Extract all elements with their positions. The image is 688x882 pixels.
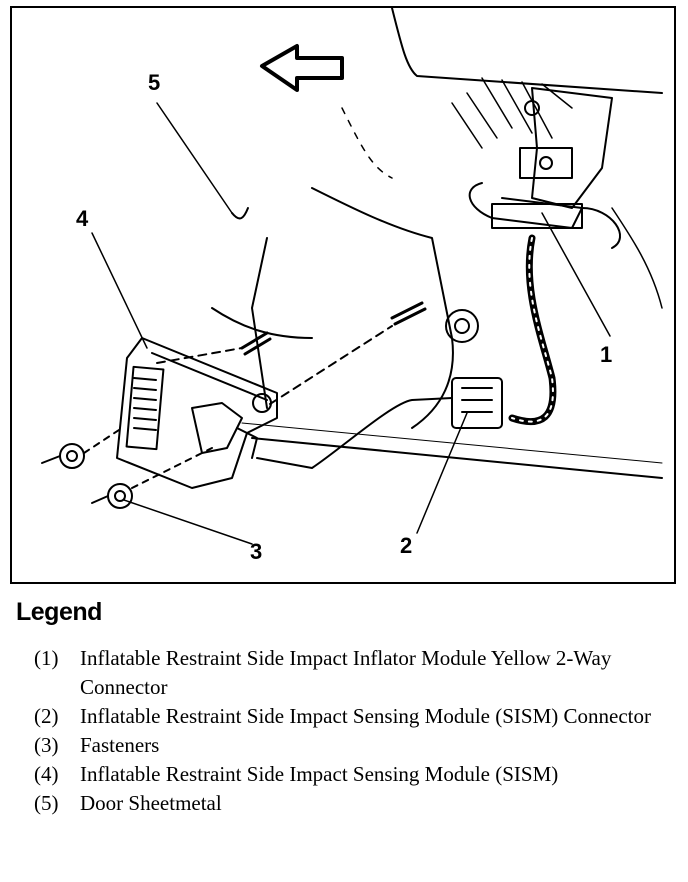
diagram-drawing [41, 8, 663, 545]
legend-item-text: Inflatable Restraint Side Impact Sensing… [80, 704, 651, 728]
diagram-figure: 5 4 1 2 3 [10, 6, 676, 584]
fastener-nuts [41, 427, 213, 509]
legend-item: (1) Inflatable Restraint Side Impact Inf… [34, 644, 664, 702]
sism-connector [256, 377, 503, 469]
sism-module [116, 337, 278, 489]
callout-5: 5 [148, 70, 161, 95]
legend-item-number: (5) [34, 791, 59, 815]
arrow-left-icon [260, 44, 344, 92]
legend-list: (1) Inflatable Restraint Side Impact Inf… [34, 644, 664, 818]
callout-2: 2 [400, 533, 413, 558]
legend-item-text: Inflatable Restraint Side Impact Inflato… [80, 646, 612, 699]
legend-item-number: (1) [34, 646, 59, 670]
legend-item: (4) Inflatable Restraint Side Impact Sen… [34, 760, 664, 789]
inflator-connector [468, 182, 622, 249]
legend-item: (3) Fasteners [34, 731, 664, 760]
legend-item-text: Door Sheetmetal [80, 791, 222, 815]
legend-item-text: Inflatable Restraint Side Impact Sensing… [80, 762, 559, 786]
hatch-area [451, 77, 573, 149]
bracket [519, 87, 613, 209]
callout-1: 1 [600, 342, 613, 367]
legend-item: (2) Inflatable Restraint Side Impact Sen… [34, 702, 664, 731]
legend-title: Legend [16, 598, 102, 626]
legend-item-number: (3) [34, 733, 59, 757]
legend-item: (5) Door Sheetmetal [34, 789, 664, 818]
legend-item-number: (4) [34, 762, 59, 786]
callout-3: 3 [250, 539, 263, 564]
studs [156, 301, 427, 405]
legend-item-number: (2) [34, 704, 59, 728]
legend-item-text: Fasteners [80, 733, 160, 757]
callout-4: 4 [76, 206, 89, 231]
door-sheetmetal [211, 8, 663, 479]
leader-lines [91, 102, 611, 545]
wire-harness [508, 234, 557, 426]
